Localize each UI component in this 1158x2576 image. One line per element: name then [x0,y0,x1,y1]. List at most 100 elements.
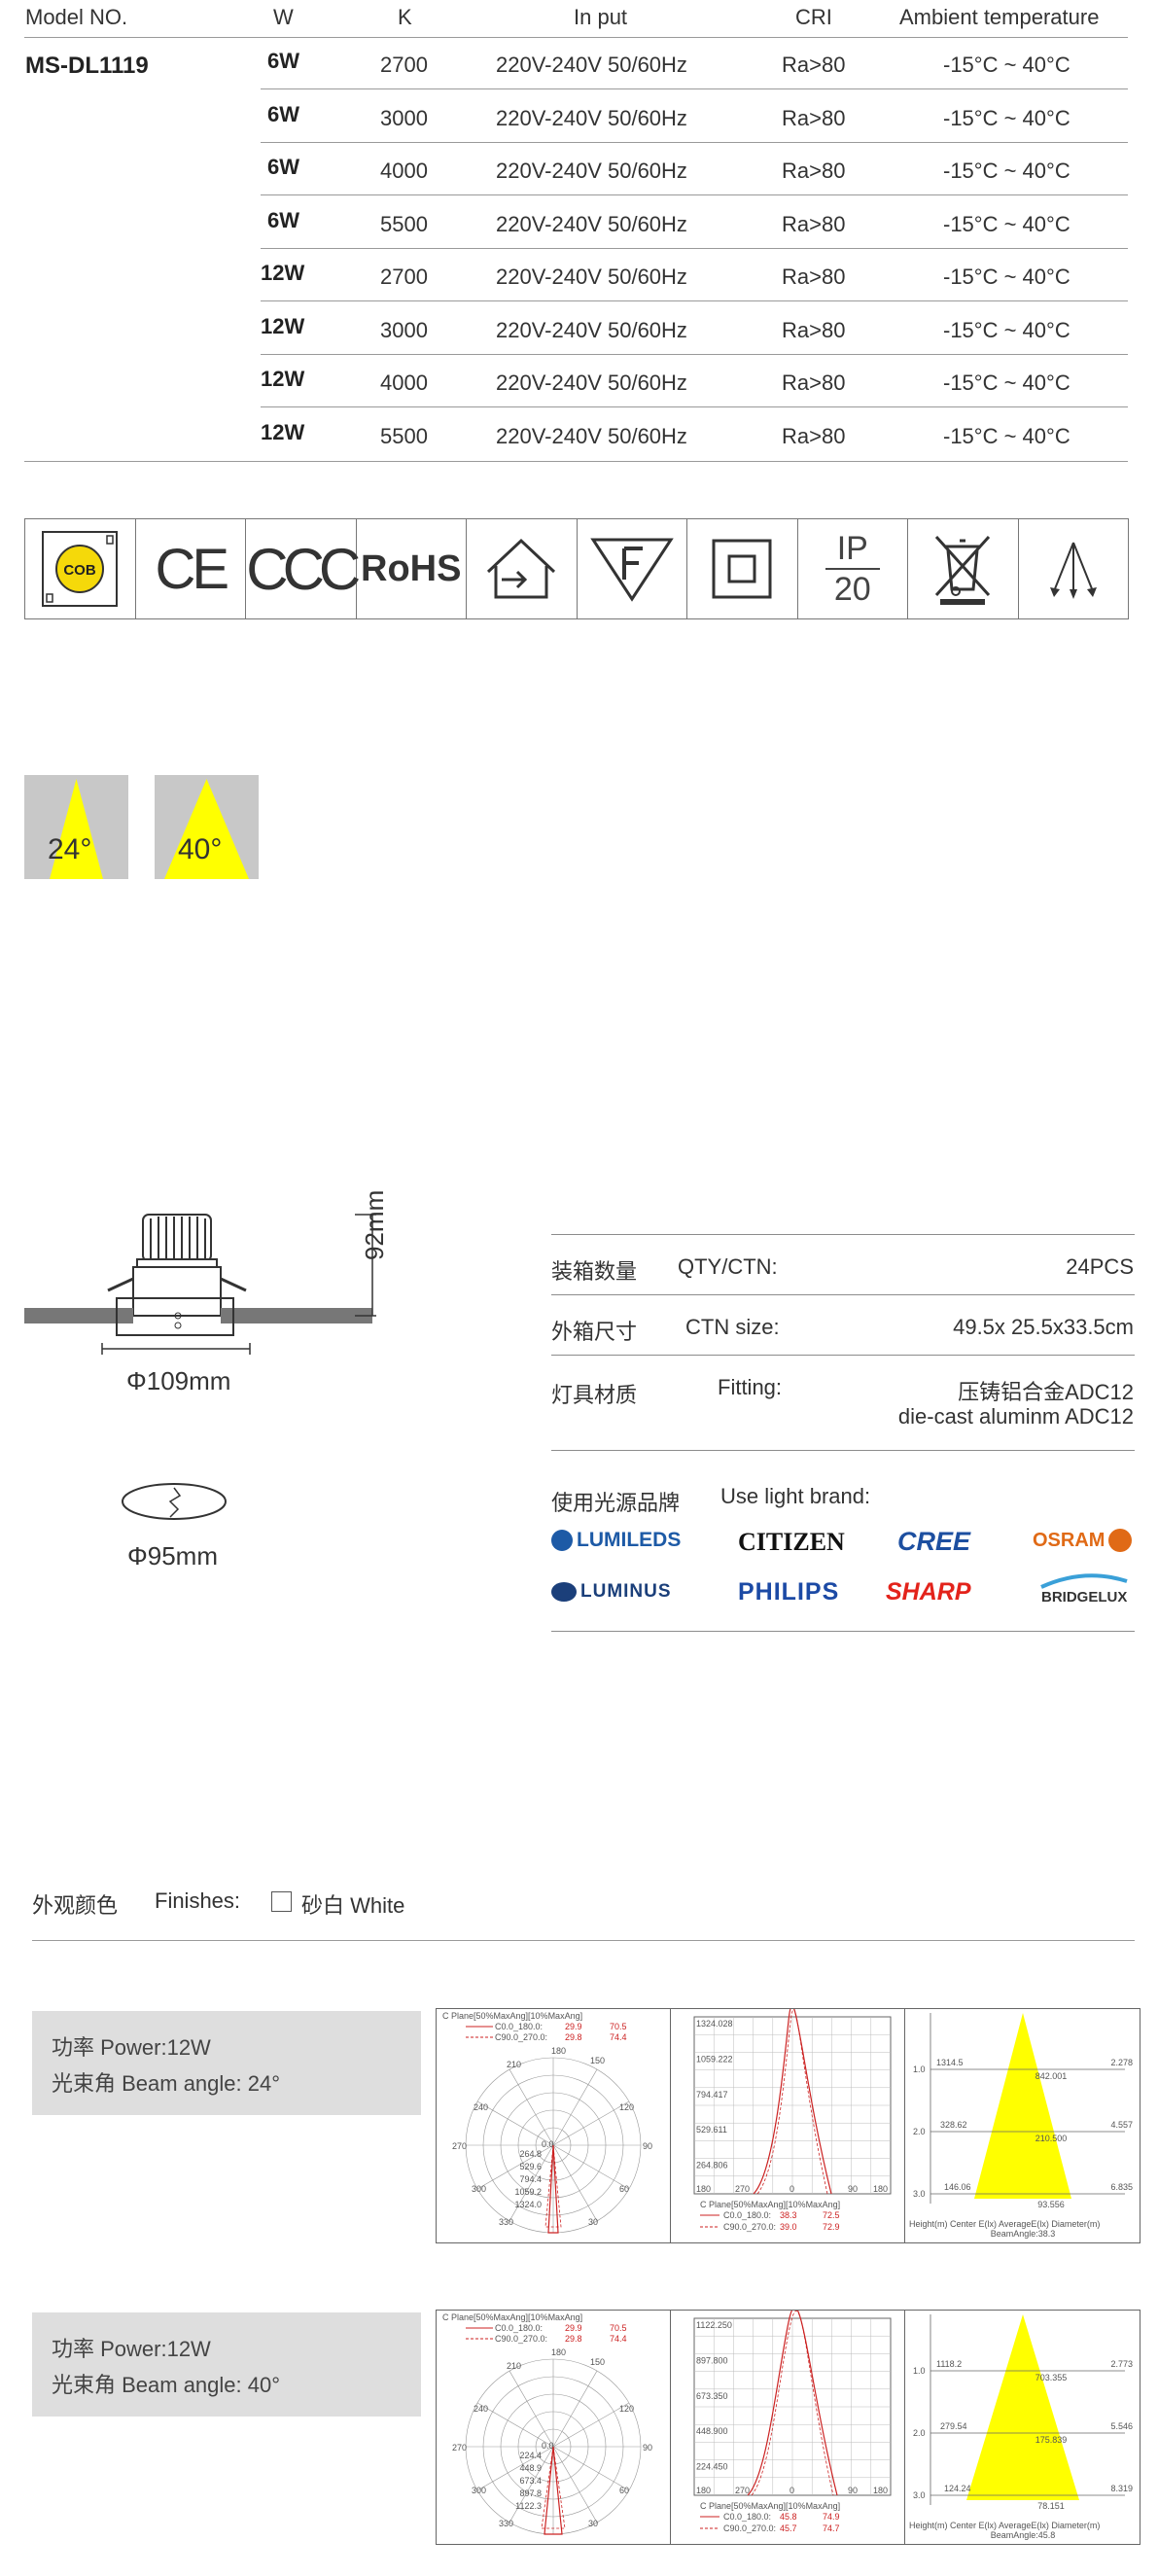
polar-ring-label: 1122.3 [515,2501,542,2511]
svg-text:COB: COB [64,562,97,579]
polar-center-label: 0.0 [542,2441,554,2451]
polar-header: C Plane[50%MaxAng][10%MaxAng] [442,2011,582,2021]
finish-value: 砂白 White [301,1893,405,1918]
finishes-label-cn: 外观颜色 [32,1893,119,1918]
polar-legend-c0: C0.0_180.0: [495,2323,543,2333]
table-row-divider [261,406,1128,407]
linear-y-tick: 794.417 [696,2090,728,2100]
luminus-logo: LUMINUS [551,1581,672,1603]
cree-logo: CREE [897,1527,971,1556]
linear-y-tick: 224.450 [696,2462,728,2472]
beam-angle-24-label: 24° [48,833,92,865]
cone-height-label: 3.0 [913,2189,926,2199]
polar-legend-c0-50: 29.9 [565,2323,582,2333]
row-wattage: 12W [261,419,305,444]
polar-distribution-chart: C Plane[50%MaxAng][10%MaxAng]C0.0_180.0:… [436,2008,672,2243]
row-wattage: 6W [267,155,299,179]
cone-diameter: 2.278 [1110,2058,1133,2067]
row-color-temp: 3000 [380,317,428,342]
polar-legend-c90-10: 74.4 [610,2032,627,2042]
linear-x-tick: 90 [848,2184,858,2194]
table-row-divider [261,88,1128,89]
polar-ring-label: 264.8 [519,2149,542,2159]
row-cri: Ra>80 [782,53,846,77]
polar-angle-label: 30 [588,2519,598,2528]
linear-x-tick: 180 [873,2184,888,2194]
lumileds-logo: LUMILEDS [551,1529,681,1552]
polar-angle-label: 90 [643,2443,652,2452]
cone-diameter: 4.557 [1110,2120,1133,2130]
cone-height-label: 1.0 [913,2064,926,2074]
model-number: MS-DL1119 [25,53,149,79]
linear-legend-c0: C0.0_180.0: [723,2210,771,2220]
table-row-divider [261,300,1128,301]
polar-angle-label: 90 [643,2141,652,2151]
linear-legend-c0-50: 38.3 [780,2210,797,2220]
linear-x-tick: 270 [735,2184,750,2194]
polar-angle-label: 120 [619,2102,634,2112]
beam-angle-40-swatch: 40° [155,775,259,879]
row-color-temp: 5500 [380,211,428,236]
linear-legend-c0: C0.0_180.0: [723,2512,771,2522]
polar-angle-label: 150 [590,2056,605,2065]
cone-average-lux: 175.839 [1035,2435,1068,2445]
polar-angle-label: 210 [507,2361,521,2371]
linear-y-tick: 529.611 [696,2125,727,2135]
polar-angle-label: 60 [619,2184,629,2194]
cone-center-lux: 279.54 [940,2421,967,2431]
row-input: 220V-240V 50/60Hz [496,53,687,77]
cone-beam-angle: BeamAngle:38.3 [991,2229,1056,2239]
packing-divider [551,1355,1135,1356]
beam-angle-24-swatch: 24° [24,775,128,879]
light-direction-icon [1019,519,1129,618]
table-row-divider [261,141,1128,143]
row-input: 220V-240V 50/60Hz [496,265,687,289]
cone-height-label: 2.0 [913,2428,926,2438]
row-wattage: 6W [267,49,299,73]
row-ambient-temp: -15°C ~ 40°C [943,53,1070,77]
polar-ring-label: 794.4 [519,2174,542,2184]
row-input: 220V-240V 50/60Hz [496,159,687,183]
polar-angle-label: 300 [472,2184,486,2194]
row-wattage: 6W [267,101,299,126]
cone-average-lux: 703.355 [1035,2373,1068,2382]
linear-legend-c90: C90.0_270.0: [723,2222,776,2232]
table-bottom-divider [24,461,1128,462]
polar-ring-label: 1059.2 [514,2187,542,2197]
beam-angle-label: 光束角 Beam angle: 24° [52,2071,281,2096]
cone-center-lux: 146.06 [944,2182,971,2192]
header-w: W [273,5,294,29]
table-row-divider [261,247,1128,249]
row-color-temp: 3000 [380,105,428,130]
polar-ring-label: 897.8 [519,2488,542,2498]
linear-x-tick: 180 [696,2486,711,2495]
row-wattage: 6W [267,207,299,232]
polar-angle-label: 330 [499,2217,513,2227]
polar-legend-c90-50: 29.8 [565,2334,582,2344]
row-ambient-temp: -15°C ~ 40°C [943,105,1070,130]
row-color-temp: 4000 [380,371,428,395]
linear-x-tick: 0 [790,2184,794,2194]
cone-height-label: 3.0 [913,2490,926,2500]
cone-beam-angle: BeamAngle:45.8 [991,2530,1056,2540]
material-label-en: Fitting: [718,1375,783,1399]
row-ambient-temp: -15°C ~ 40°C [943,159,1070,183]
row-cri: Ra>80 [782,317,846,342]
brand-label-en: Use light brand: [720,1484,871,1508]
table-row-divider [261,353,1128,355]
linear-x-tick: 270 [735,2486,750,2495]
polar-ring-label: 448.9 [519,2463,542,2473]
finishes-label-en: Finishes: [155,1888,241,1913]
polar-center-label: 0.0 [542,2139,554,2149]
linear-y-tick: 1122.250 [696,2320,732,2330]
polar-legend-c90-10: 74.4 [610,2334,627,2344]
material-value-en: die-cast aluminm ADC12 [897,1404,1134,1429]
power-label: 功率 Power:12W [52,2337,211,2361]
qty-value: 24PCS [1066,1254,1134,1279]
row-ambient-temp: -15°C ~ 40°C [943,371,1070,395]
citizen-logo: CITIZEN [738,1528,845,1556]
weee-bin-icon [908,519,1019,618]
